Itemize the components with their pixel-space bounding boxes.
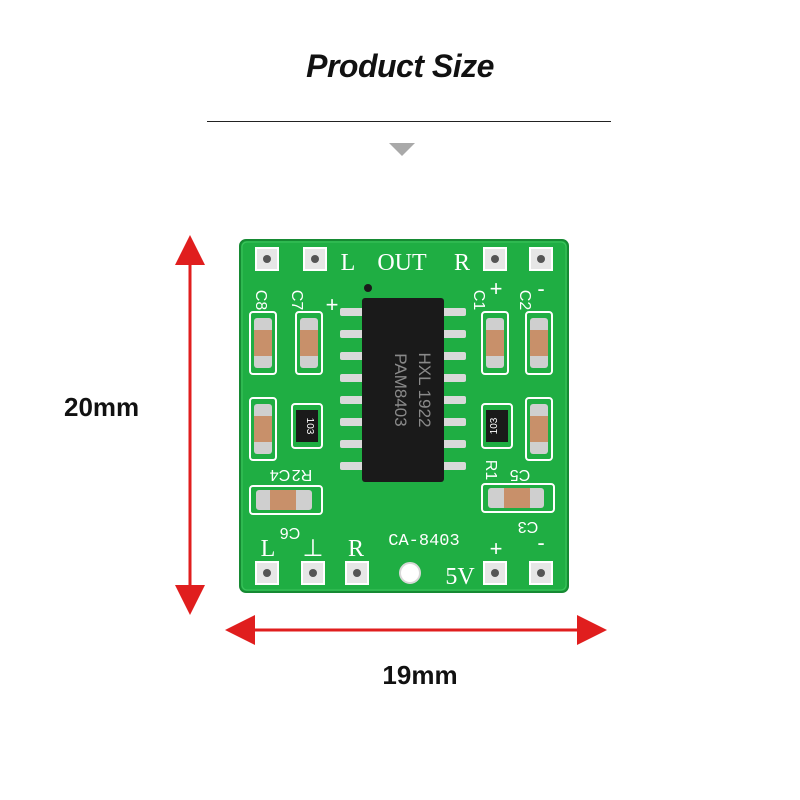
plus-c7: + [326, 292, 339, 317]
amplifier-chip: PAM8403 HXL 1922 [340, 284, 466, 482]
top-pads [255, 247, 553, 271]
minus-c2: - [537, 276, 544, 301]
label-c1: C1 [470, 290, 487, 311]
resistor-r1: 103 [481, 403, 513, 449]
down-triangle-icon [389, 143, 415, 156]
bottom-pads [255, 561, 553, 585]
label-gnd: ⊥ [303, 536, 324, 562]
label-c2: C2 [516, 290, 533, 311]
pcb-board: L OUT R [239, 239, 569, 593]
capacitors-right [481, 311, 553, 461]
label-l-bottom: L [261, 536, 276, 562]
label-r-top: R [454, 250, 470, 276]
title-divider [207, 121, 611, 122]
label-out: OUT [377, 250, 427, 276]
plus-power: + [490, 536, 503, 561]
height-dimension-label: 20mm [64, 392, 140, 422]
page-title: Product Size [306, 48, 494, 84]
label-c7: C7 [288, 290, 305, 311]
label-r-bottom: R [348, 536, 364, 562]
label-c3: C3 [518, 518, 539, 535]
label-c4: C4 [270, 466, 291, 483]
label-r2: R2 [292, 466, 313, 483]
capacitor-c6 [249, 485, 323, 515]
label-c6: C6 [280, 524, 301, 541]
resistor-r2: 103 [291, 403, 323, 449]
label-c8: C8 [252, 290, 269, 311]
power-label: 5V [445, 564, 475, 590]
resistor-code-left: 103 [304, 418, 315, 435]
resistor-code-right: 103 [489, 417, 500, 434]
chip-marking-2: HXL 1922 [415, 353, 434, 428]
capacitor-c3 [481, 483, 555, 513]
chip-marking-1: PAM8403 [391, 353, 410, 426]
plus-c1: + [490, 276, 503, 301]
model-label: CA-8403 [388, 532, 459, 551]
minus-power: - [537, 530, 544, 555]
label-c5: C5 [510, 466, 531, 483]
capacitors-left [249, 311, 323, 461]
width-dimension-label: 19mm [382, 660, 458, 690]
label-r1: R1 [482, 460, 499, 481]
label-l-top: L [341, 250, 356, 276]
